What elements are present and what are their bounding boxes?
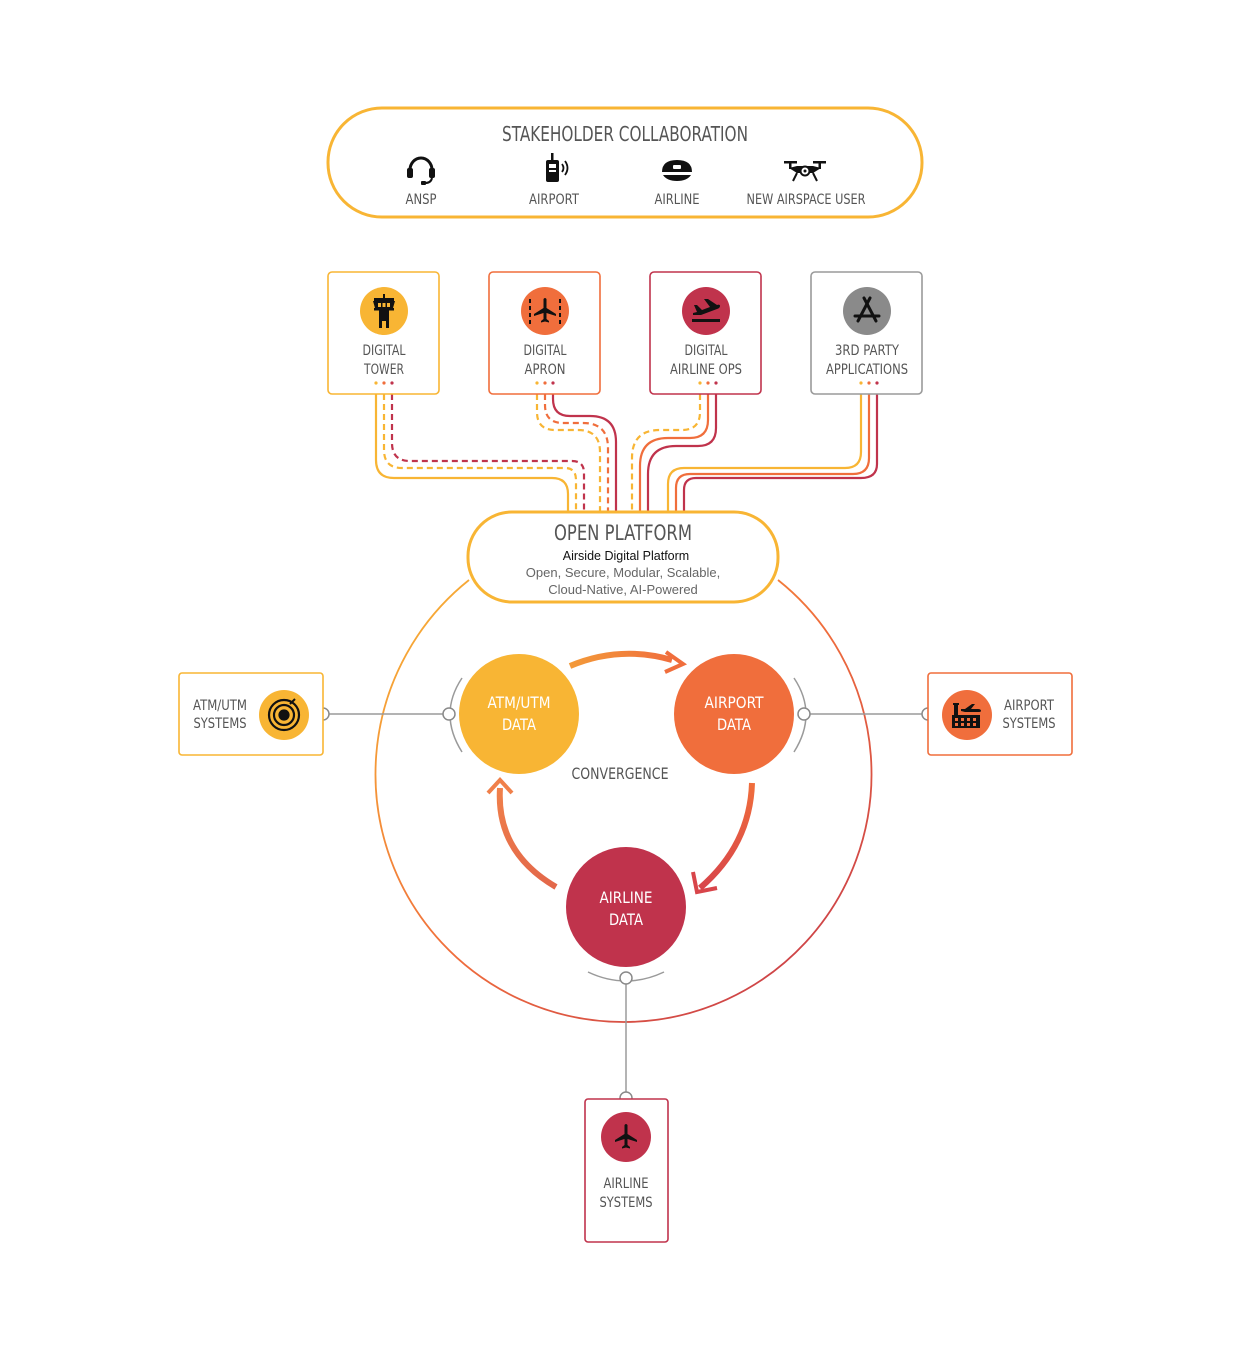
atm-systems-line2: SYSTEMS <box>194 716 247 732</box>
airport-data-line1: AIRPORT <box>705 693 764 712</box>
app-3rd-party-applications[interactable]: 3RD PARTY APPLICATIONS <box>810 271 923 395</box>
airline-data-line1: AIRLINE <box>600 888 653 907</box>
airline-systems-box[interactable]: AIRLINE SYSTEMS <box>584 1098 669 1243</box>
open-platform: OPEN PLATFORM Airside Digital Platform O… <box>466 510 780 604</box>
convergence-ring <box>374 579 873 1023</box>
app-label-line1: 3RD PARTY <box>835 343 899 359</box>
arrow-airport-to-airline <box>698 782 755 891</box>
stakeholder-label-new-airspace-user: NEW AIRSPACE USER <box>747 192 866 208</box>
stakeholder-label-airport: AIRPORT <box>529 192 579 208</box>
departure-icon <box>692 299 720 322</box>
airport-systems-line2: SYSTEMS <box>1003 716 1056 732</box>
airport-building-icon <box>952 703 981 728</box>
drone-icon <box>784 161 826 182</box>
app-label-line2: AIRLINE OPS <box>670 362 742 378</box>
stakeholder-label-airline: AIRLINE <box>655 192 700 208</box>
convergence-arrows <box>486 650 755 895</box>
app-label-line1: DIGITAL <box>524 343 567 359</box>
app-digital-tower[interactable]: DIGITAL TOWER <box>327 271 440 395</box>
airline-systems-line1: AIRLINE <box>604 1176 649 1192</box>
atm-utm-data-node: ATM/UTM DATA <box>459 654 579 774</box>
platform-desc-line2: Cloud-Native, AI-Powered <box>548 582 698 597</box>
app-label-line2: TOWER <box>363 362 404 378</box>
app-label-line2: APRON <box>525 362 566 378</box>
stakeholder-title: STAKEHOLDER COLLABORATION <box>502 122 748 146</box>
airport-data-node: AIRPORT DATA <box>674 654 794 774</box>
arrow-atm-to-airport <box>568 650 673 669</box>
app-label-line2: APPLICATIONS <box>826 362 908 378</box>
app-digital-apron[interactable]: DIGITAL APRON <box>488 271 601 395</box>
platform-desc-line1: Open, Secure, Modular, Scalable, <box>526 565 720 580</box>
control-tower-icon <box>373 294 395 328</box>
pilot-cap-icon <box>661 160 693 181</box>
airline-data-node: AIRLINE DATA <box>566 847 686 967</box>
stakeholder-panel: STAKEHOLDER COLLABORATION <box>326 106 924 219</box>
app-label-line1: DIGITAL <box>685 343 728 359</box>
app-store-icon <box>853 296 881 323</box>
airline-systems-line2: SYSTEMS <box>600 1195 653 1211</box>
app-connectors <box>374 394 879 512</box>
convergence-label: CONVERGENCE <box>572 764 669 783</box>
platform-title: OPEN PLATFORM <box>554 521 692 545</box>
atm-utm-systems-box[interactable]: ATM/UTM SYSTEMS <box>178 672 324 756</box>
atm-data-line2: DATA <box>502 715 536 734</box>
app-label-line1: DIGITAL <box>363 343 406 359</box>
airplane-icon <box>615 1124 637 1149</box>
airport-systems-line1: AIRPORT <box>1004 698 1054 714</box>
app-digital-airline-ops[interactable]: DIGITAL AIRLINE OPS <box>649 271 762 395</box>
headset-icon <box>407 156 435 185</box>
stakeholder-label-ansp: ANSP <box>406 192 437 208</box>
apron-plane-icon <box>529 298 561 324</box>
radio-icon <box>546 153 569 182</box>
airline-data-line2: DATA <box>609 910 643 929</box>
radar-icon <box>267 698 301 732</box>
atm-systems-line1: ATM/UTM <box>193 698 247 714</box>
airport-systems-box[interactable]: AIRPORT SYSTEMS <box>927 672 1073 756</box>
atm-data-line1: ATM/UTM <box>488 693 551 712</box>
platform-subtitle: Airside Digital Platform <box>563 549 689 563</box>
arrow-airline-to-atm <box>496 787 558 890</box>
airport-data-line2: DATA <box>717 715 751 734</box>
